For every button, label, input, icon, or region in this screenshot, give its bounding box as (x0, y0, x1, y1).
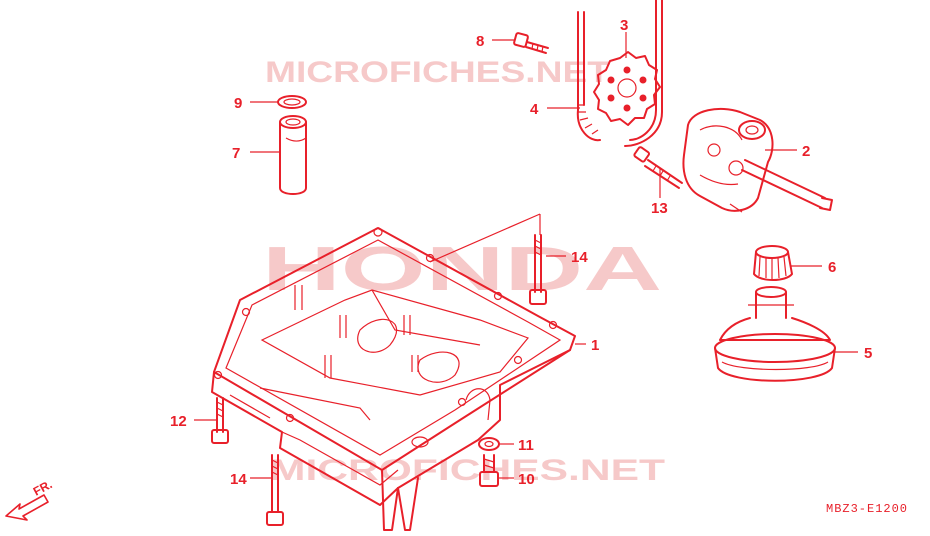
callout-12: 12 (170, 413, 187, 430)
pump-sprocket (593, 51, 661, 126)
callout-8: 8 (476, 33, 484, 50)
oil-pan (211, 227, 576, 531)
callout-1: 1 (591, 337, 599, 354)
flange-bolt (211, 397, 229, 444)
callout-4: 4 (530, 101, 539, 118)
callout-7: 7 (232, 145, 240, 162)
callout-2: 2 (802, 143, 810, 160)
oil-pipe (279, 115, 307, 195)
drain-bolt (479, 454, 499, 487)
watermark-top: MICROFICHES.NET (265, 56, 610, 89)
pump-bolt (633, 146, 683, 189)
o-ring (277, 95, 307, 109)
sprocket-bolt (513, 32, 549, 54)
oil-pump (682, 107, 833, 213)
leader-lines (194, 32, 858, 479)
long-bolt-top (529, 234, 547, 305)
callout-14-top: 14 (571, 249, 588, 266)
strainer-collar (753, 245, 793, 281)
oil-strainer (714, 286, 836, 382)
callout-5: 5 (864, 345, 872, 362)
callout-14-bottom: 14 (230, 471, 247, 488)
callout-6: 6 (828, 259, 836, 276)
drive-chain (576, 0, 663, 147)
front-direction-marker: FR. (5, 477, 55, 521)
callout-9: 9 (234, 95, 242, 112)
callout-3: 3 (620, 17, 628, 34)
callout-11: 11 (518, 437, 534, 454)
diagram-code: MBZ3-E1200 (826, 502, 908, 516)
watermark-center: HONDA (262, 235, 662, 304)
sealing-washer (478, 437, 500, 451)
front-label: FR. (31, 477, 55, 498)
callout-13: 13 (651, 200, 668, 217)
front-arrow-icon (5, 494, 49, 521)
long-bolt-bottom (266, 454, 284, 526)
callout-10: 10 (518, 471, 535, 488)
watermark-bottom: MICROFICHES.NET (270, 454, 665, 487)
